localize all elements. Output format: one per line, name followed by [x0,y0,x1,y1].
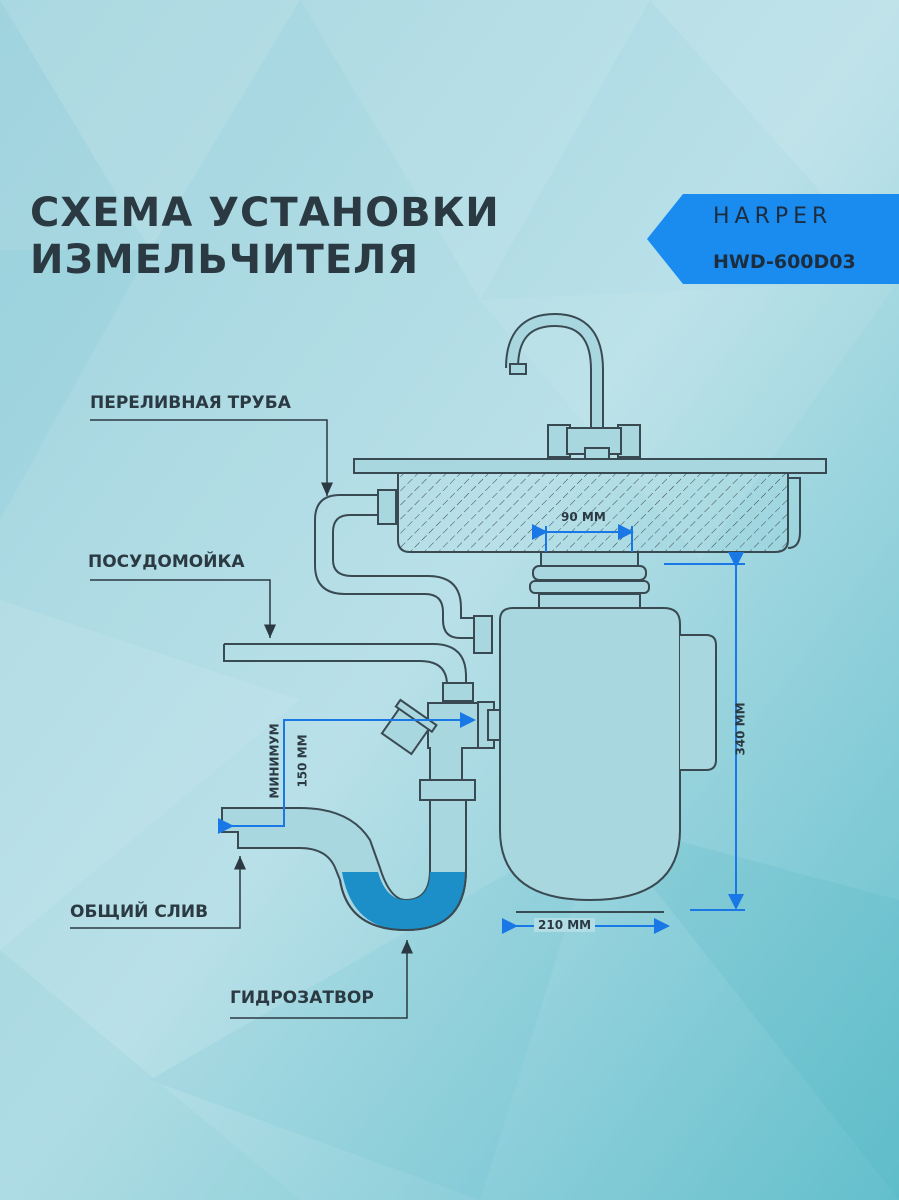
brand-logo: HARPER [713,204,833,229]
label-dishwasher: ПОСУДОМОЙКА [88,552,245,572]
label-overflow-pipe: ПЕРЕЛИВНАЯ ТРУБА [90,393,291,413]
dishwasher-hose [223,643,474,702]
sink-illustration [353,458,827,553]
dimension-min-label: МИНИМУМ [267,723,282,799]
dimension-width: 210 ММ [534,918,596,932]
label-common-drain: ОБЩИЙ СЛИВ [70,902,209,922]
overflow-pipe [314,489,493,654]
leader-lines [70,419,413,1019]
dimension-lines [218,524,745,934]
page-title-line-1: СХЕМА УСТАНОВКИ [30,190,500,236]
dimension-flange-width: 90 ММ [561,510,606,524]
faucet-illustration [505,312,641,461]
disposer-body [499,607,717,902]
brand-banner: HARPER HWD-600D03 [647,194,899,284]
label-water-seal: ГИДРОЗАТВОР [230,988,374,1008]
brand-banner-shape [647,194,899,284]
model-number: HWD-600D03 [713,251,856,273]
sink-flange [529,551,650,611]
page-title-line-2: ИЗМЕЛЬЧИТЕЛЯ [30,237,420,283]
dimension-min-value: 150 ММ [295,734,310,788]
dimension-height: 340 ММ [733,702,748,756]
